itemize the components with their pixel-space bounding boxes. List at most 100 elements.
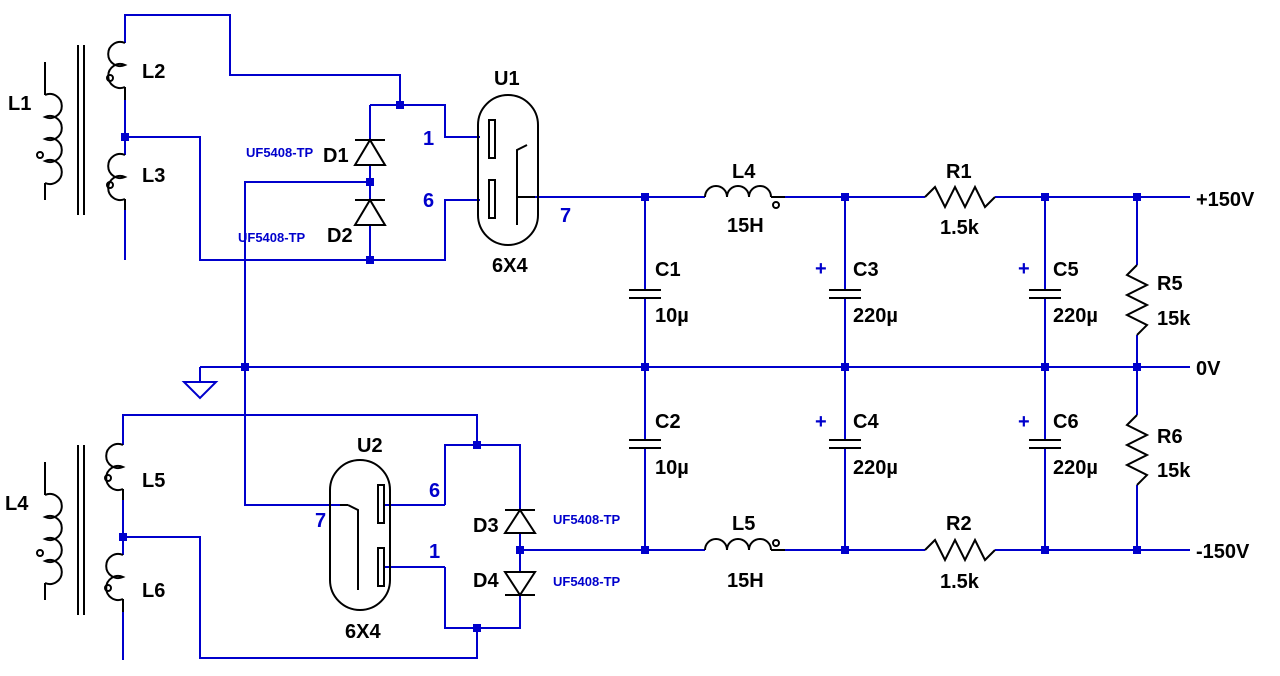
wire	[370, 199, 480, 261]
label-R2: R2	[946, 513, 972, 535]
wires	[122, 14, 1190, 660]
junction-dot	[1133, 363, 1141, 371]
label-U1: U1	[494, 68, 520, 90]
diode-d4	[503, 571, 537, 597]
junction-dot	[1133, 193, 1141, 201]
pin-u2-7: 7	[315, 510, 326, 532]
diode-triangle	[353, 198, 387, 226]
tube-u1	[477, 94, 539, 246]
label-D2: D2	[327, 225, 353, 247]
junction-dot	[641, 546, 649, 554]
junctions	[119, 101, 1141, 632]
label-C4: C4	[853, 411, 879, 433]
inductor-l2-coil	[107, 41, 128, 89]
value-U1: 6X4	[492, 255, 528, 277]
junction-dot	[366, 178, 374, 186]
label-L4-choke: L4	[732, 161, 756, 183]
polarity-C4: +	[815, 411, 827, 433]
label-C5: C5	[1053, 259, 1079, 281]
junction-dot	[1133, 546, 1141, 554]
label-C6: C6	[1053, 411, 1079, 433]
part-D2: UF5408-TP	[238, 230, 306, 245]
net-label-pos: +150V	[1196, 189, 1255, 211]
junction-dot	[641, 193, 649, 201]
inductor-coil	[42, 493, 63, 585]
wire	[244, 181, 370, 506]
inductor-l1-coil	[42, 93, 63, 185]
label-L1: L1	[8, 93, 31, 115]
inductor-l5-coil	[105, 443, 126, 491]
label-D4: D4	[473, 570, 499, 592]
label-L2: L2	[142, 61, 165, 83]
resistor-r5	[1124, 264, 1150, 336]
dot-marker-icon	[106, 181, 114, 189]
pin-u2-6: 6	[429, 480, 440, 502]
ground-symbol	[181, 381, 219, 400]
inductor-l3-coil	[107, 153, 128, 201]
value-C3: 220µ	[853, 305, 898, 327]
junction-dot	[366, 256, 374, 264]
polarity-C3: +	[815, 258, 827, 280]
junction-dot	[841, 363, 849, 371]
label-U2: U2	[357, 435, 383, 457]
wire	[444, 567, 521, 629]
value-C1: 10µ	[655, 305, 689, 327]
label-L5-transformer: L5	[142, 470, 165, 492]
junction-dot	[1041, 546, 1049, 554]
net-label-zero: 0V	[1196, 358, 1221, 380]
junction-dot	[396, 101, 404, 109]
junction-dot	[241, 363, 249, 371]
junction-dot	[841, 193, 849, 201]
pin-u1-7: 7	[560, 205, 571, 227]
junction-dot	[473, 441, 481, 449]
transformer-upper	[36, 41, 128, 215]
value-C2: 10µ	[655, 457, 689, 479]
tube-plate	[488, 179, 496, 219]
capacitor-c4	[829, 439, 861, 449]
value-L4-choke: 15H	[727, 215, 764, 237]
diode-d2	[353, 198, 387, 226]
wire	[444, 444, 521, 510]
wire	[122, 414, 478, 445]
pin-u2-1: 1	[429, 541, 440, 563]
diode-triangle	[353, 138, 387, 166]
resistor-r1	[924, 184, 996, 210]
label-C1: C1	[655, 259, 681, 281]
dot-marker-icon	[36, 151, 44, 159]
capacitor-c1	[629, 289, 661, 299]
label-R1: R1	[946, 161, 972, 183]
resistor-r2	[924, 537, 996, 563]
label-L5-choke: L5	[732, 513, 755, 535]
value-C4: 220µ	[853, 457, 898, 479]
junction-dot	[1041, 193, 1049, 201]
label-L4-transformer: L4	[5, 493, 29, 515]
value-R1: 1.5k	[940, 217, 980, 239]
diode-d1	[353, 138, 387, 166]
tube-envelope	[329, 459, 391, 611]
label-L6: L6	[142, 580, 165, 602]
tube-cathode	[516, 144, 528, 225]
junction-dot	[641, 363, 649, 371]
choke-l5	[704, 538, 785, 551]
diode-d3	[503, 508, 537, 534]
value-R6: 15k	[1157, 460, 1191, 482]
tube-u2	[329, 459, 391, 611]
diode-triangle	[503, 508, 537, 534]
resistor-r6	[1124, 414, 1150, 486]
capacitor-c3	[829, 289, 861, 299]
value-C5: 220µ	[1053, 305, 1098, 327]
dot-marker-icon	[106, 74, 114, 82]
inductor-l6-coil	[105, 553, 126, 601]
diode-triangle	[503, 571, 537, 597]
tube-plate	[377, 547, 385, 587]
wire	[125, 136, 370, 261]
junction-dot	[841, 546, 849, 554]
value-L5-choke: 15H	[727, 570, 764, 592]
label-D1: D1	[323, 145, 349, 167]
junction-dot	[473, 624, 481, 632]
pin-u1-6: 6	[423, 190, 434, 212]
label-R5: R5	[1157, 273, 1183, 295]
value-R5: 15k	[1157, 308, 1191, 330]
value-C6: 220µ	[1053, 457, 1098, 479]
dot-marker-icon	[36, 549, 44, 557]
